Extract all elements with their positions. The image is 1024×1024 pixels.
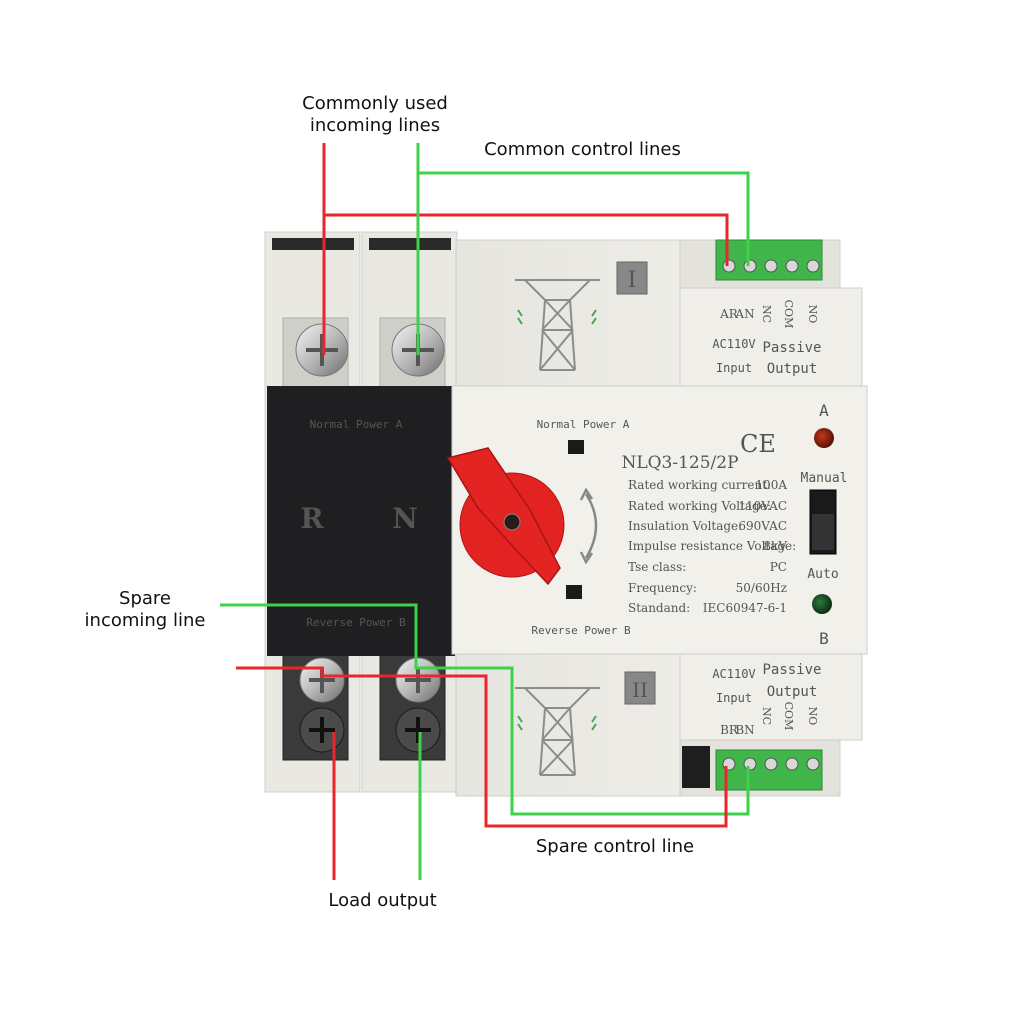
spec-value: PC	[770, 560, 787, 574]
input-label: Input	[716, 361, 752, 375]
spec-list: Rated working current: 100A Rated workin…	[628, 478, 796, 615]
terminal-label: BR	[720, 723, 739, 737]
svg-text:II: II	[632, 678, 648, 702]
led-b-icon	[812, 594, 832, 614]
terminal-label: COM	[782, 300, 795, 329]
input-voltage-label: AC110V	[712, 337, 755, 351]
bottom-terminal-block: AC110V Input Passive Output BR BN NC COM…	[712, 662, 823, 791]
model-label: NLQ3-125/2P	[621, 453, 738, 473]
passive-label: Passive	[762, 662, 821, 678]
cover-top-label: Normal Power A	[310, 418, 403, 431]
terminal-label: NO	[806, 707, 819, 726]
top-terminal-block: AR AN NC COM NO AC110V Input Passive Out…	[712, 239, 823, 377]
manual-label: Manual	[801, 471, 848, 486]
screw-icon	[295, 323, 349, 377]
section-two-badge: II	[624, 671, 656, 705]
callout-common-control: Common control lines	[484, 139, 681, 160]
output-label: Output	[767, 361, 818, 377]
power-pylon-icon	[515, 279, 600, 371]
spec-key: Impulse resistance Voltage:	[628, 539, 796, 553]
callout-spare-control: Spare control line	[535, 836, 695, 857]
spec-key: Frequency:	[628, 581, 697, 595]
screw-icon	[299, 657, 345, 703]
terminal-label: NC	[760, 305, 773, 323]
front-panel: Normal Power A Reverse Power B NLQ3-125/…	[446, 418, 796, 637]
input-voltage-label: AC110V	[712, 667, 755, 681]
wire-spare-red	[236, 666, 728, 828]
ce-mark: CE	[740, 430, 776, 458]
screw-icon	[395, 707, 441, 753]
dark-cover: Normal Power A R N Reverse Power B	[267, 386, 455, 656]
terminal-label: COM	[782, 702, 795, 731]
mode-switch[interactable]	[809, 489, 837, 555]
spec-value: 100A	[755, 478, 787, 492]
spec-key: Standand:	[628, 601, 690, 615]
wire-common-green	[416, 143, 750, 266]
terminal-label: AN	[734, 307, 754, 321]
indicator-b-label: B	[819, 629, 829, 648]
callout-common-incoming: Commonly used incoming lines	[302, 93, 448, 136]
spec-key: Tse class:	[628, 560, 686, 574]
spec-value: 8kV	[763, 539, 787, 553]
spec-value: 110VAC	[738, 499, 787, 513]
spec-key: Rated working Voltage:	[628, 499, 771, 513]
callout-spare-incoming: Spare incoming line	[84, 588, 206, 631]
output-label: Output	[767, 684, 818, 700]
callout-load-output: Load output	[328, 890, 437, 911]
led-a-icon	[814, 428, 834, 448]
wires	[220, 143, 750, 880]
spec-value: IEC60947-6-1	[703, 601, 787, 615]
power-pylon-icon	[515, 687, 600, 776]
terminal-label: NO	[806, 305, 819, 324]
screw-icon	[395, 657, 441, 703]
passive-label: Passive	[762, 340, 821, 356]
auto-label: Auto	[807, 567, 838, 582]
section-one-badge: I	[616, 261, 648, 295]
indicators: A Manual Auto B	[801, 401, 848, 648]
terminal-label: BN	[735, 723, 754, 737]
wire-common-red	[322, 143, 729, 266]
spec-key: Rated working current:	[628, 478, 771, 492]
cover-bottom-label: Reverse Power B	[306, 616, 406, 629]
spec-key: Insulation Voltage:	[628, 519, 742, 533]
reverse-power-label: Reverse Power B	[531, 624, 631, 637]
pole-n-label: N	[392, 502, 418, 535]
normal-power-label: Normal Power A	[537, 418, 630, 431]
screw-icon	[299, 707, 345, 753]
spec-value: 690VAC	[738, 519, 787, 533]
terminal-label: AR	[719, 307, 739, 321]
rotary-handle[interactable]	[446, 447, 565, 586]
indicator-a-label: A	[819, 401, 829, 420]
terminal-label: NC	[760, 707, 773, 725]
input-label: Input	[716, 691, 752, 705]
pole-r-label: R	[300, 502, 324, 535]
wire-spare-green	[220, 603, 750, 816]
svg-text:I: I	[628, 268, 637, 293]
rotate-arrow-icon	[584, 493, 598, 559]
spec-value: 50/60Hz	[736, 581, 787, 595]
